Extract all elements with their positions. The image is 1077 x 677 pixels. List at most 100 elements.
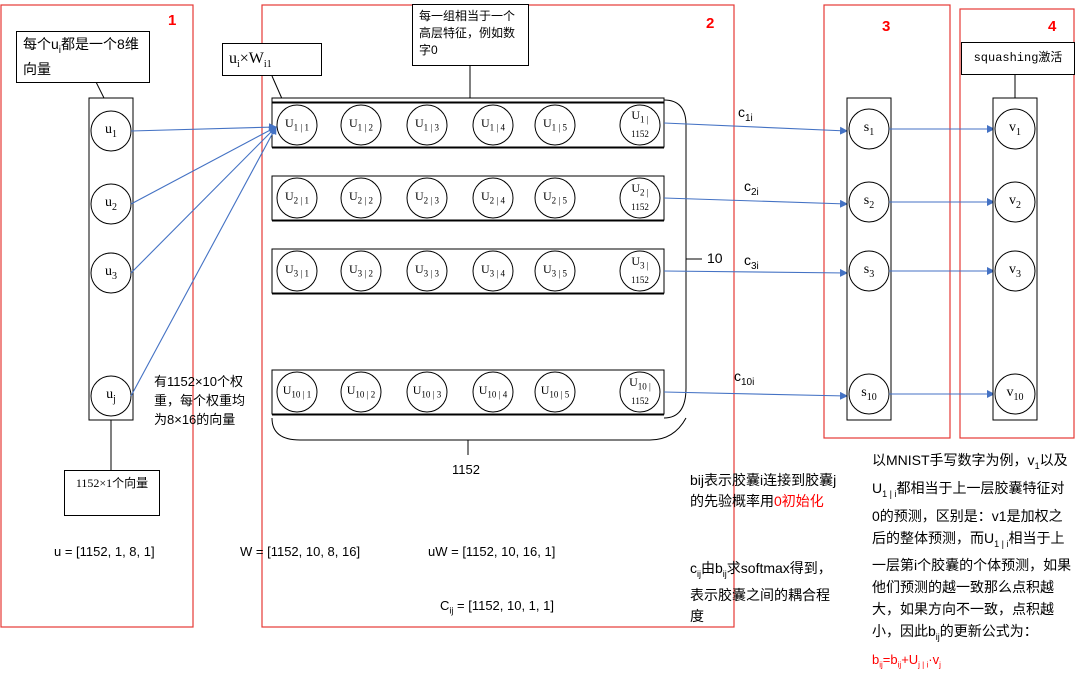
prediction-node-label: U1 | 4 bbox=[481, 116, 505, 133]
prediction-node bbox=[534, 371, 576, 413]
v-node-label: v1 bbox=[1009, 120, 1021, 138]
matrix-top-bar bbox=[271, 97, 665, 103]
prediction-node-label: U3 | 1 bbox=[285, 262, 309, 279]
prediction-node-label: U10 | 5 bbox=[540, 383, 570, 400]
coupling-arrow bbox=[663, 268, 848, 277]
brace-bottom-label: 1152 bbox=[452, 462, 480, 477]
coupling-arrow bbox=[663, 122, 848, 135]
prediction-node-index: 1152 bbox=[631, 275, 649, 285]
s-nodes bbox=[848, 108, 890, 415]
prediction-node bbox=[340, 250, 382, 292]
callout-connector bbox=[95, 81, 105, 99]
matrix-row bbox=[271, 369, 665, 415]
prediction-node-label: U1 | 5 bbox=[543, 116, 567, 133]
prediction-node bbox=[406, 250, 448, 292]
prediction-node bbox=[276, 104, 318, 146]
section-4-frame bbox=[959, 8, 1075, 439]
coupling-arrow bbox=[663, 197, 848, 208]
input-arrow bbox=[130, 123, 277, 132]
prediction-node bbox=[619, 104, 661, 146]
section-number-4: 4 bbox=[1048, 18, 1057, 35]
prediction-node-index: 1152 bbox=[631, 129, 649, 139]
input-arrow bbox=[130, 126, 277, 274]
prediction-node-label: U2 | 3 bbox=[415, 189, 439, 206]
v-node-label: v10 bbox=[1006, 385, 1024, 403]
prediction-node-label: U3 | 3 bbox=[415, 262, 439, 279]
group-callout: 每一组相当于一个高层特征，例如数字0 bbox=[412, 4, 529, 66]
prediction-node-label: U10 | 1 bbox=[282, 383, 312, 400]
section-3-frame bbox=[823, 4, 951, 439]
cij-shape-label: Cij = [1152, 10, 1, 1] bbox=[440, 598, 554, 616]
s-node-label: s3 bbox=[863, 262, 875, 280]
matrix-rows bbox=[271, 102, 665, 416]
prediction-node-index: 1152 bbox=[631, 396, 649, 406]
prediction-node-label: U3 | bbox=[631, 254, 649, 271]
weights-note: 有1152×10个权重，每个权重均为8×16的向量 bbox=[154, 374, 246, 427]
matrix-row bbox=[271, 248, 665, 294]
capsule-network-diagram bbox=[0, 4, 1075, 628]
matrix-row bbox=[271, 102, 665, 148]
matrix-right-brace bbox=[663, 99, 687, 419]
prediction-node bbox=[276, 250, 318, 292]
u-node-label: u1 bbox=[105, 122, 117, 140]
v-node bbox=[994, 250, 1036, 292]
v-node bbox=[994, 108, 1036, 150]
prediction-node-label: U2 | 2 bbox=[349, 189, 373, 206]
prediction-node-label: U3 | 5 bbox=[543, 262, 567, 279]
v-nodes bbox=[994, 108, 1036, 415]
prediction-node-label: U10 | 4 bbox=[478, 383, 508, 400]
prediction-node bbox=[276, 177, 318, 219]
prediction-node bbox=[340, 177, 382, 219]
bij-update-formula: bij=bij+Uj | i·vj bbox=[872, 652, 941, 670]
prediction-node bbox=[340, 371, 382, 413]
u-node-label: u3 bbox=[105, 264, 117, 282]
uw-callout: ui×Wi1 bbox=[222, 43, 322, 76]
s-node-label: s10 bbox=[861, 385, 877, 403]
u-node-label: uj bbox=[106, 387, 116, 405]
output-arrows bbox=[663, 122, 848, 400]
section-number-3: 3 bbox=[882, 18, 891, 35]
v-node bbox=[994, 373, 1036, 415]
squash-callout: squashing激活 bbox=[961, 42, 1075, 75]
prediction-node-label: U3 | 2 bbox=[349, 262, 373, 279]
coupling-coefficient-label: c2i bbox=[744, 178, 759, 198]
mnist-note: 以MNIST手写数字为例，v1以及U1 | i都相当于上一层胶囊特征对0的预测，… bbox=[872, 452, 1072, 670]
u-vector-callout: 每个ui都是一个8维向量 bbox=[16, 31, 150, 83]
coupling-arrow bbox=[663, 391, 848, 400]
prediction-node-label: U1 | 3 bbox=[415, 116, 439, 133]
prediction-node-label: U2 | 4 bbox=[481, 189, 505, 206]
prediction-node bbox=[276, 371, 318, 413]
s-node-label: s2 bbox=[863, 193, 875, 211]
prediction-node-label: U2 | bbox=[631, 181, 649, 198]
u-shape-callout: 1152×1个向量 bbox=[64, 470, 160, 516]
prediction-node bbox=[406, 371, 448, 413]
prediction-node-label: U1 | 1 bbox=[285, 116, 309, 133]
coupling-coefficient-label: c10i bbox=[734, 368, 755, 388]
prediction-node bbox=[472, 250, 514, 292]
prediction-node-label: U10 | 2 bbox=[346, 383, 376, 400]
prediction-node bbox=[406, 104, 448, 146]
prediction-node bbox=[472, 371, 514, 413]
prediction-node bbox=[472, 177, 514, 219]
prediction-node-label: U2 | 1 bbox=[285, 189, 309, 206]
cij-note: cij由bij求softmax得到，表示胶囊之间的耦合程度 bbox=[690, 560, 832, 624]
w-shape-label: W = [1152, 10, 8, 16] bbox=[240, 544, 361, 559]
prediction-node bbox=[619, 177, 661, 219]
prediction-node bbox=[534, 104, 576, 146]
u-nodes bbox=[90, 110, 132, 417]
prediction-node bbox=[340, 104, 382, 146]
brace-right-label: 10 bbox=[707, 250, 723, 266]
prediction-node-label: U10 | 3 bbox=[412, 383, 442, 400]
v-node-label: v3 bbox=[1009, 262, 1021, 280]
input-arrows bbox=[130, 123, 277, 397]
prediction-node bbox=[534, 177, 576, 219]
bij-note: bij表示胶囊i连接到胶囊j的先验概率用0初始化 bbox=[690, 472, 837, 509]
u-node-label: u2 bbox=[105, 195, 117, 213]
uw-shape-label: uW = [1152, 10, 16, 1] bbox=[428, 544, 556, 559]
prediction-node-label: U2 | 5 bbox=[543, 189, 567, 206]
v-node-label: v2 bbox=[1009, 193, 1021, 211]
s-node-label: s1 bbox=[863, 120, 875, 138]
uw-callout-connector bbox=[271, 75, 284, 102]
input-arrow bbox=[130, 126, 277, 205]
matrix-row bbox=[271, 175, 665, 221]
